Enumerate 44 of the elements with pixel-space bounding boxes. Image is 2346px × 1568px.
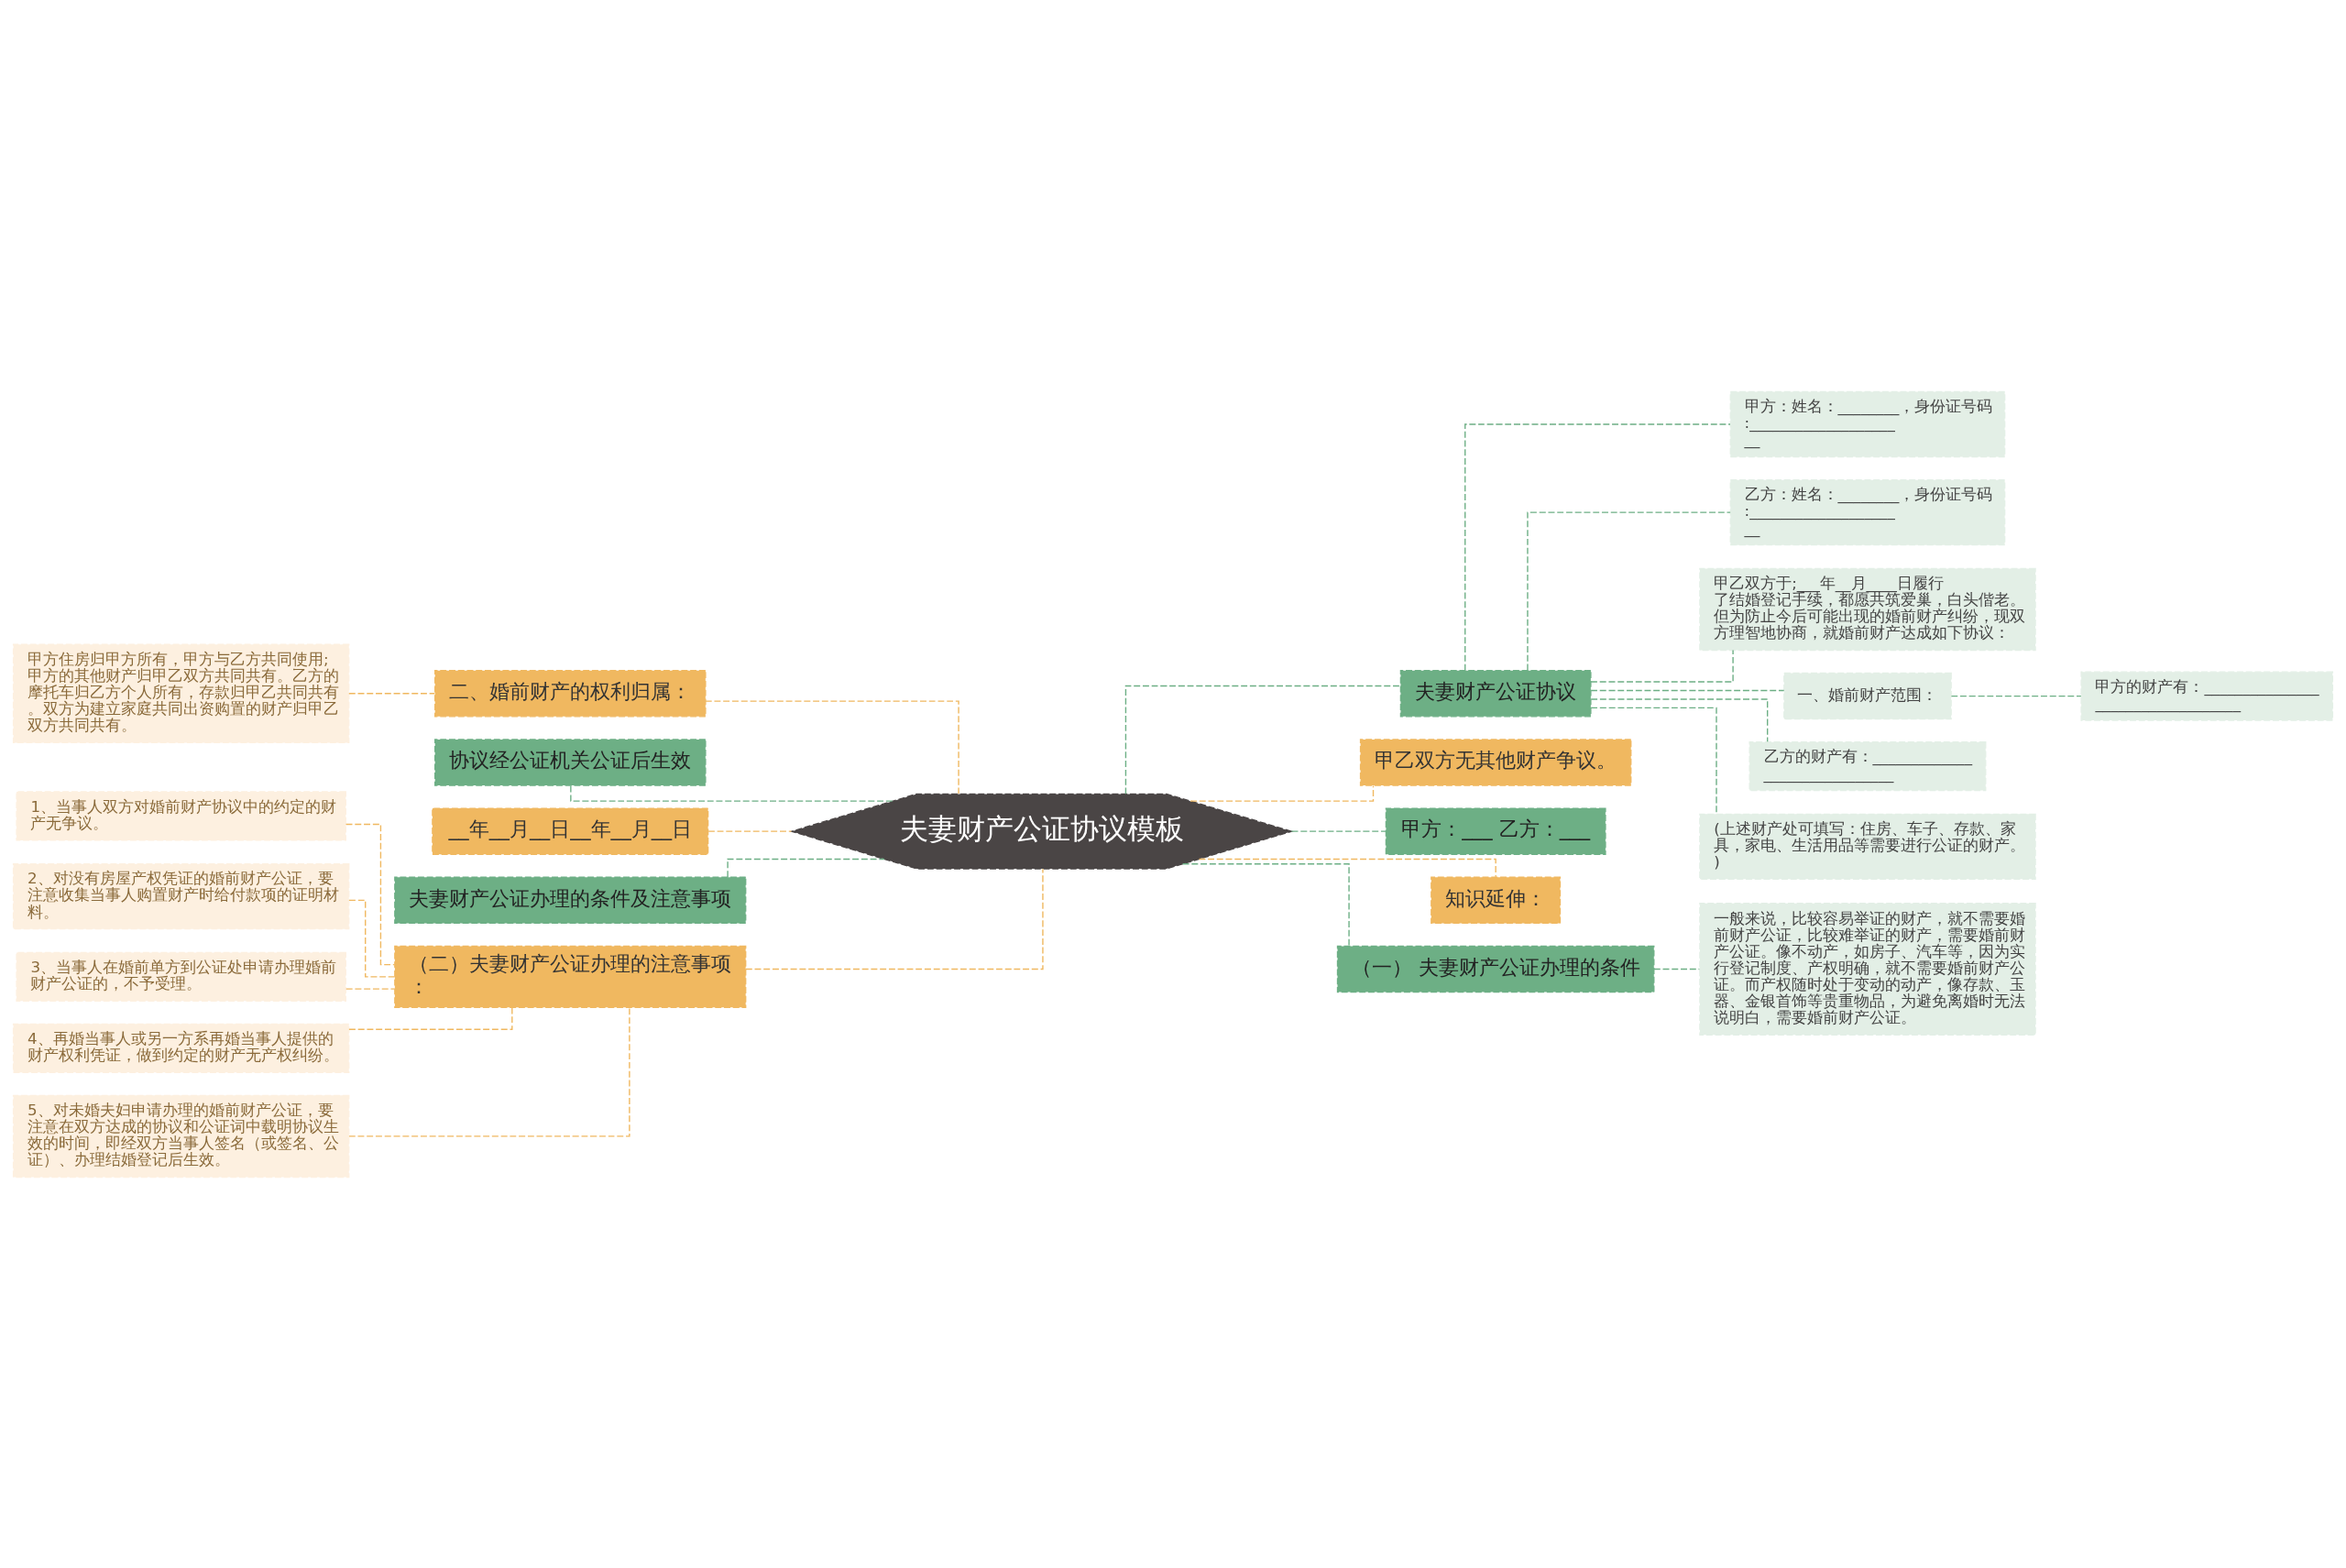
node-box: (上述财产处可填写：住房、车子、存款、家具，家电、生活用品等需要进行公证的财产。) xyxy=(1699,813,2036,880)
connector xyxy=(348,692,435,694)
node-box: 甲方的财产有：__________________________________ xyxy=(2080,670,2334,721)
node-box: （二）夫妻财产公证办理的注意事项： xyxy=(394,945,747,1008)
node-box: 知识延伸： xyxy=(1431,876,1562,924)
node-box: 甲方：姓名：________，身份证号码:_____________________ xyxy=(1729,390,2006,457)
connector xyxy=(705,699,959,795)
connector xyxy=(1124,685,1401,795)
node-box: 2、对没有房屋产权凭证的婚前财产公证，要注意收集当事人购置财产时给付款项的证明材料。 xyxy=(12,862,350,929)
connector xyxy=(345,987,396,990)
node-box: 甲方住房归甲方所有，甲方与乙方共同使用;甲方的其他财产归甲乙双方共同共有。乙方的摩托车归乙方个人所有，存款归甲乙共同共有。双方为建立家庭共同出资购置的财产归甲乙双方共同共有。 xyxy=(12,643,350,743)
node-box: 甲乙双方于;___年__月____日履行了结婚登记手续，都愿共筑爱巢，白头偕老。但为防止今后可能出现的婚前财产纠纷，现双方理智地协商，就婚前财产达成如下协议： xyxy=(1699,567,2036,651)
node-box: 乙方：姓名：________，身份证号码:_____________________ xyxy=(1729,478,2006,545)
node-box: （一） 夫妻财产公证办理的条件 xyxy=(1336,945,1655,992)
connector xyxy=(1950,695,2082,696)
connector xyxy=(1189,784,1375,802)
connector xyxy=(1590,697,1769,742)
connector xyxy=(348,1006,630,1137)
node-box: 二、婚前财产的权利归属： xyxy=(434,669,707,718)
node-box: 3、当事人在婚前单方到公证处申请办理婚前财产公证的，不予受理。 xyxy=(16,951,346,1002)
node-box: 5、对未婚夫妇申请办理的婚前财产公证，要注意在双方达成的协议和公证词中载明协议生效的时间，即经双方当事人签名（或签名、公证）、办理结婚登记后生效。 xyxy=(12,1094,350,1178)
node-box: 夫妻财产公证办理的条件及注意事项 xyxy=(394,876,747,924)
connector xyxy=(1590,689,1785,691)
node-box: 乙方的财产有：______________________________ xyxy=(1749,740,1987,791)
node-box: 协议经公证机关公证后生效 xyxy=(434,738,707,786)
connector xyxy=(1527,510,1731,671)
connector xyxy=(1590,649,1734,683)
node-box: 甲乙双方无其他财产争议。 xyxy=(1359,738,1632,786)
connector xyxy=(1181,862,1350,947)
connector xyxy=(1590,707,1717,815)
node-box: 一般来说，比较容易举证的财产，就不需要婚前财产公证，比较难举证的财产，需要婚前财产公证。像不动产，如房子、汽车等，因为实行登记制度、产权明确，就不需要婚前财产公证。而产权随时处于变动的动产，像存款、玉器、金银首饰等贵重物品，为避免离婚时无法说明白，需要婚前财产公证。 xyxy=(1699,902,2036,1036)
connector xyxy=(345,823,395,965)
node-box: 4、再婚当事人或另一方系再婚当事人提供的财产权利凭证，做到约定的财产无产权纠纷。 xyxy=(12,1023,350,1073)
node-box: 一、婚前财产范围： xyxy=(1783,672,1952,719)
connector xyxy=(348,899,396,978)
connector xyxy=(745,868,1044,970)
connector xyxy=(727,858,885,878)
node-box: __年__月__日__年__月__日 xyxy=(432,806,709,855)
node-box: 甲方：___ 乙方：___ xyxy=(1385,806,1606,855)
node-box: 1、当事人双方对婚前财产协议中的约定的财产无争议。 xyxy=(16,790,346,841)
connector xyxy=(707,829,793,832)
connector xyxy=(1290,829,1387,832)
node-box: 夫妻财产公证协议 xyxy=(1399,669,1592,718)
connector xyxy=(1464,422,1731,671)
